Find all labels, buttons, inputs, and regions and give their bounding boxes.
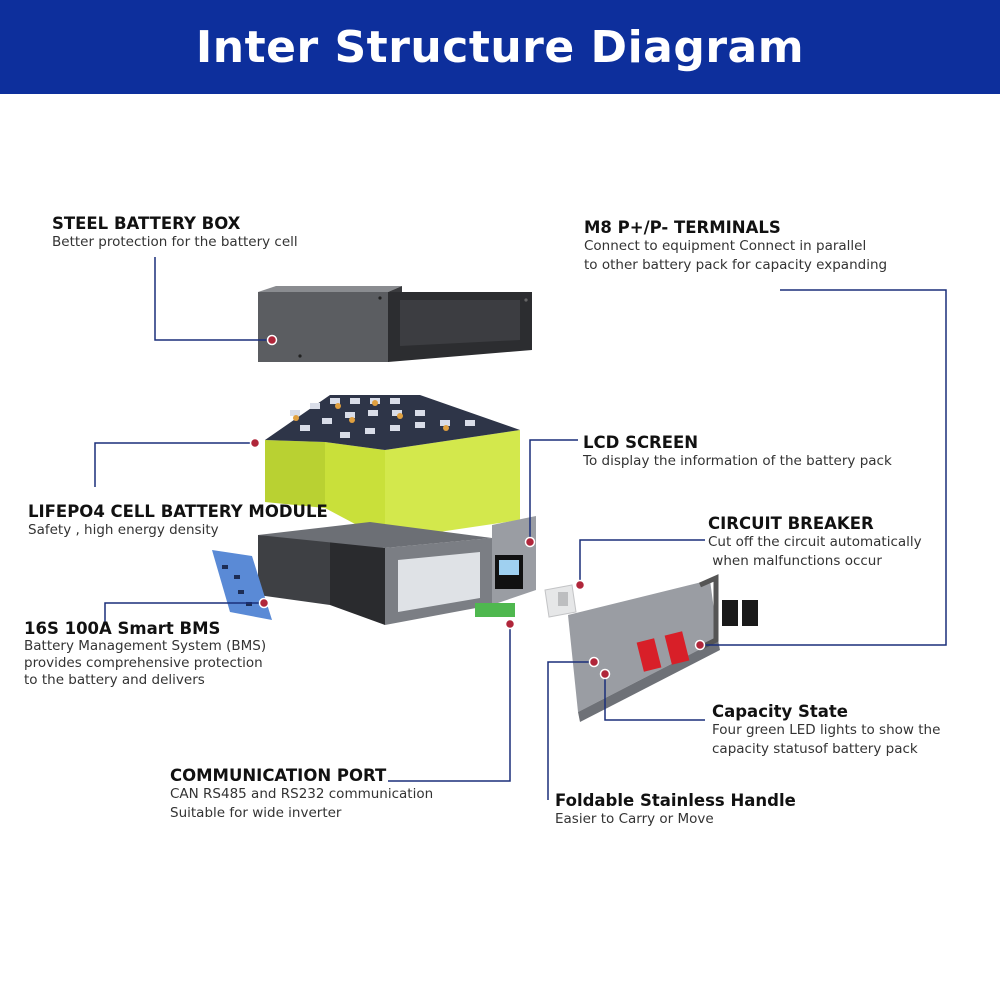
label-cell-module: LIFEPO4 CELL BATTERY MODULE Safety , hig… [28,502,328,540]
leader-comm-port [388,624,511,782]
rack-chassis [258,516,536,625]
leader-lines [94,257,947,800]
label-comm-port-desc-2: Suitable for wide inverter [170,805,342,821]
label-capacity: Capacity State Four green LED lights to … [712,702,940,759]
front-panel [568,574,758,722]
leader-cell-module [94,442,255,487]
label-breaker-desc-2: when malfunctions occur [708,553,882,569]
label-capacity-desc-2: capacity statusof battery pack [712,741,918,757]
label-terminals-title: M8 P+/P- TERMINALS [584,218,781,237]
label-comm-port-desc-1: CAN RS485 and RS232 communication [170,786,434,802]
leader-breaker [579,539,705,585]
leader-handle [547,661,592,800]
page-title: Inter Structure Diagram [195,21,805,73]
label-comm-port: COMMUNICATION PORT CAN RS485 and RS232 c… [170,766,433,823]
label-cell-module-title: LIFEPO4 CELL BATTERY MODULE [28,502,328,521]
label-bms-desc-2: provides comprehensive protection [24,655,263,671]
label-capacity-title: Capacity State [712,702,848,721]
label-handle: Foldable Stainless Handle Easier to Carr… [555,791,796,829]
label-bms-desc-3: to the battery and delivers [24,672,205,688]
label-terminals-desc-2: to other battery pack for capacity expan… [584,257,888,273]
label-lcd-desc-1: To display the information of the batter… [583,453,892,469]
label-cell-module-desc-1: Safety , high energy density [28,522,219,538]
leader-terminals [700,289,947,646]
label-bms: 16S 100A Smart BMS Battery Management Sy… [24,619,266,689]
steel-box-cover [258,286,532,362]
leader-steel-box [154,257,272,341]
label-breaker-desc-1: Cut off the circuit automatically [708,534,922,550]
label-breaker: CIRCUIT BREAKER Cut off the circuit auto… [708,514,922,571]
label-handle-desc-1: Easier to Carry or Move [555,811,714,827]
leader-bms [104,602,260,625]
leader-capacity [604,674,705,721]
label-terminals-desc-1: Connect to equipment Connect in parallel [584,238,867,254]
label-steel-box-desc-1: Better protection for the battery cell [52,234,298,250]
label-comm-port-title: COMMUNICATION PORT [170,766,387,785]
label-steel-box: STEEL BATTERY BOX Better protection for … [52,214,298,252]
label-bms-desc-1: Battery Management System (BMS) [24,638,267,654]
cell-module-illustration [265,395,520,540]
label-terminals: M8 P+/P- TERMINALS Connect to equipment … [584,218,887,275]
label-bms-title: 16S 100A Smart BMS [24,619,221,638]
label-lcd: LCD SCREEN To display the information of… [583,433,892,471]
leader-lcd [529,439,578,542]
label-capacity-desc-1: Four green LED lights to show the [712,722,941,738]
label-breaker-title: CIRCUIT BREAKER [708,514,874,533]
circuit-breaker-part [544,584,577,618]
label-handle-title: Foldable Stainless Handle [555,791,796,810]
label-steel-box-title: STEEL BATTERY BOX [52,214,241,233]
leader-dots [249,334,706,680]
header-banner: Inter Structure Diagram [0,0,1000,94]
label-lcd-title: LCD SCREEN [583,433,699,452]
